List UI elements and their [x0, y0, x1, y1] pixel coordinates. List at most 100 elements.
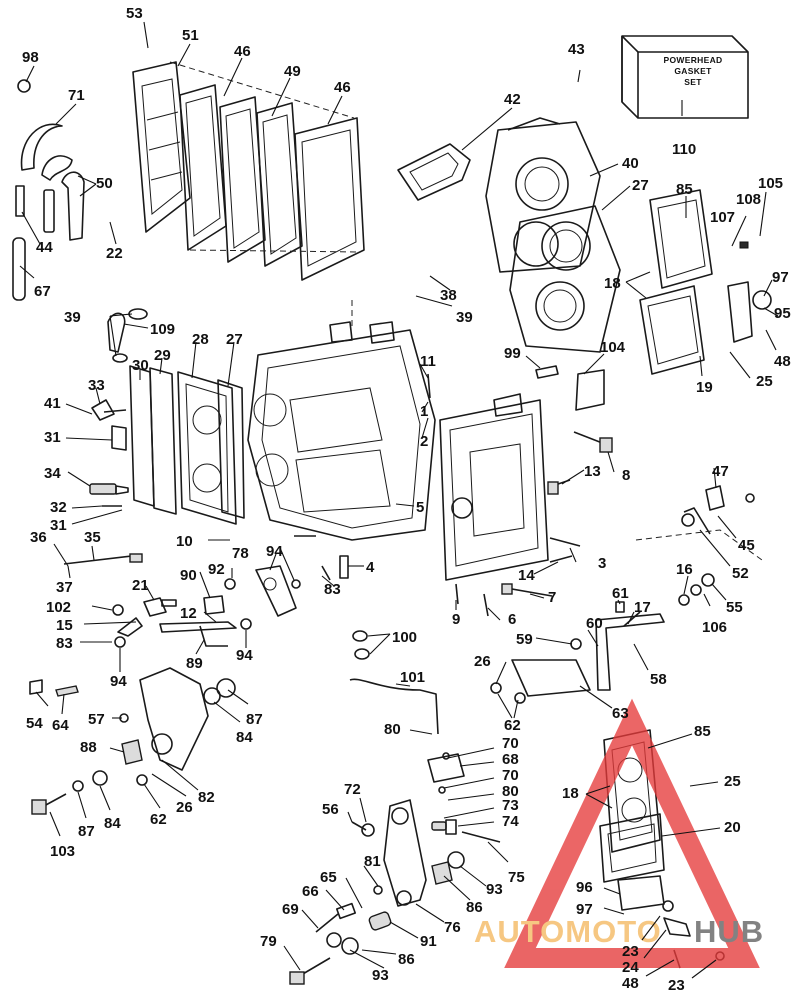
- left-covers: [111, 365, 245, 525]
- callout-25b: 25: [724, 773, 741, 790]
- box-line-2: GASKET: [674, 66, 712, 76]
- callout-60: 60: [586, 615, 603, 632]
- callout-43: 43: [568, 41, 585, 58]
- callout-55: 55: [726, 599, 743, 616]
- callout-30: 30: [132, 357, 149, 374]
- callout-44: 44: [36, 239, 53, 256]
- callout-97b: 97: [576, 901, 593, 918]
- callout-89: 89: [186, 655, 203, 672]
- left-small-parts: [63, 308, 148, 565]
- callout-42: 42: [504, 91, 521, 108]
- callout-72: 72: [344, 781, 361, 798]
- callout-31a: 31: [44, 429, 61, 446]
- callout-93a: 93: [486, 881, 503, 898]
- callout-22: 22: [106, 245, 123, 262]
- box-line-1: POWERHEAD: [664, 55, 723, 65]
- part-shapes: POWERHEAD GASKET SET: [12, 35, 772, 985]
- callout-11: 11: [420, 353, 436, 370]
- callout-110: 110: [672, 141, 696, 158]
- callout-70b: 70: [502, 767, 519, 784]
- callout-29: 29: [154, 347, 171, 364]
- callout-16: 16: [676, 561, 693, 578]
- hoses: [12, 79, 85, 301]
- callout-76: 76: [444, 919, 461, 936]
- watermark-text-secondary: HUB: [694, 914, 764, 949]
- callout-91: 91: [420, 933, 437, 950]
- callout-93b: 93: [372, 967, 389, 984]
- callout-53: 53: [126, 5, 143, 22]
- throttle-bracket: [29, 667, 236, 815]
- exhaust-cover-stack: [132, 61, 365, 281]
- callout-49: 49: [284, 63, 301, 80]
- callout-41: 41: [44, 395, 61, 412]
- callout-84b: 84: [104, 815, 121, 832]
- callout-83b: 83: [56, 635, 73, 652]
- callout-74: 74: [502, 813, 519, 830]
- callout-94a: 94: [266, 543, 283, 560]
- callout-26b: 26: [176, 799, 193, 816]
- callout-18a: 18: [604, 275, 621, 292]
- callout-79: 79: [260, 933, 277, 950]
- callout-63: 63: [612, 705, 629, 722]
- right-small-parts: [535, 365, 763, 606]
- callout-25a: 25: [756, 373, 773, 390]
- callout-73: 73: [502, 797, 519, 814]
- callout-27b: 27: [226, 331, 243, 348]
- callout-95: 95: [774, 305, 791, 322]
- callout-101: 101: [400, 669, 425, 686]
- callout-46a: 46: [234, 43, 251, 60]
- callout-80a: 80: [384, 721, 401, 738]
- callout-7: 7: [548, 589, 556, 606]
- callout-36: 36: [30, 529, 47, 546]
- callout-88: 88: [80, 739, 97, 756]
- callout-48b: 48: [622, 975, 639, 992]
- callout-69: 69: [282, 901, 299, 918]
- callout-40: 40: [622, 155, 639, 172]
- callout-2: 2: [420, 433, 428, 450]
- callout-20: 20: [724, 819, 741, 836]
- callout-94b: 94: [110, 673, 127, 690]
- callout-107: 107: [710, 209, 735, 226]
- gasket-set-box: POWERHEAD GASKET SET: [621, 35, 749, 119]
- callout-50: 50: [96, 175, 113, 192]
- callout-105: 105: [758, 175, 783, 192]
- callout-85b: 85: [694, 723, 711, 740]
- callout-54: 54: [26, 715, 43, 732]
- callout-35: 35: [84, 529, 101, 546]
- callout-labels: 53 51 46 49 46 98 71 50 22 44 67 42 43 1…: [22, 5, 791, 992]
- callout-8: 8: [622, 467, 630, 484]
- callout-108: 108: [736, 191, 761, 208]
- callout-31b: 31: [50, 517, 67, 534]
- callout-13: 13: [584, 463, 601, 480]
- callout-14: 14: [518, 567, 535, 584]
- callout-12: 12: [180, 605, 197, 622]
- callout-39a: 39: [64, 309, 81, 326]
- right-linkage: [490, 601, 665, 704]
- callout-82: 82: [198, 789, 215, 806]
- leader-lines: [19, 21, 779, 979]
- callout-46b: 46: [334, 79, 351, 96]
- callout-32: 32: [50, 499, 67, 516]
- callout-83a: 83: [324, 581, 341, 598]
- callout-66: 66: [302, 883, 319, 900]
- callout-85a: 85: [676, 181, 693, 198]
- callout-51: 51: [182, 27, 199, 44]
- callout-56: 56: [322, 801, 339, 818]
- callout-10: 10: [176, 533, 193, 550]
- callout-102: 102: [46, 599, 71, 616]
- callout-34: 34: [44, 465, 61, 482]
- callout-9: 9: [452, 611, 460, 628]
- callout-100: 100: [392, 629, 417, 646]
- callout-19: 19: [696, 379, 713, 396]
- callout-61: 61: [612, 585, 629, 602]
- callout-94c: 94: [236, 647, 253, 664]
- callout-87b: 87: [78, 823, 95, 840]
- callout-65: 65: [320, 869, 337, 886]
- callout-24: 24: [622, 959, 639, 976]
- callout-99: 99: [504, 345, 521, 362]
- choke-rod: [349, 630, 439, 735]
- callout-5: 5: [416, 499, 424, 516]
- callout-78: 78: [232, 545, 249, 562]
- callout-28: 28: [192, 331, 209, 348]
